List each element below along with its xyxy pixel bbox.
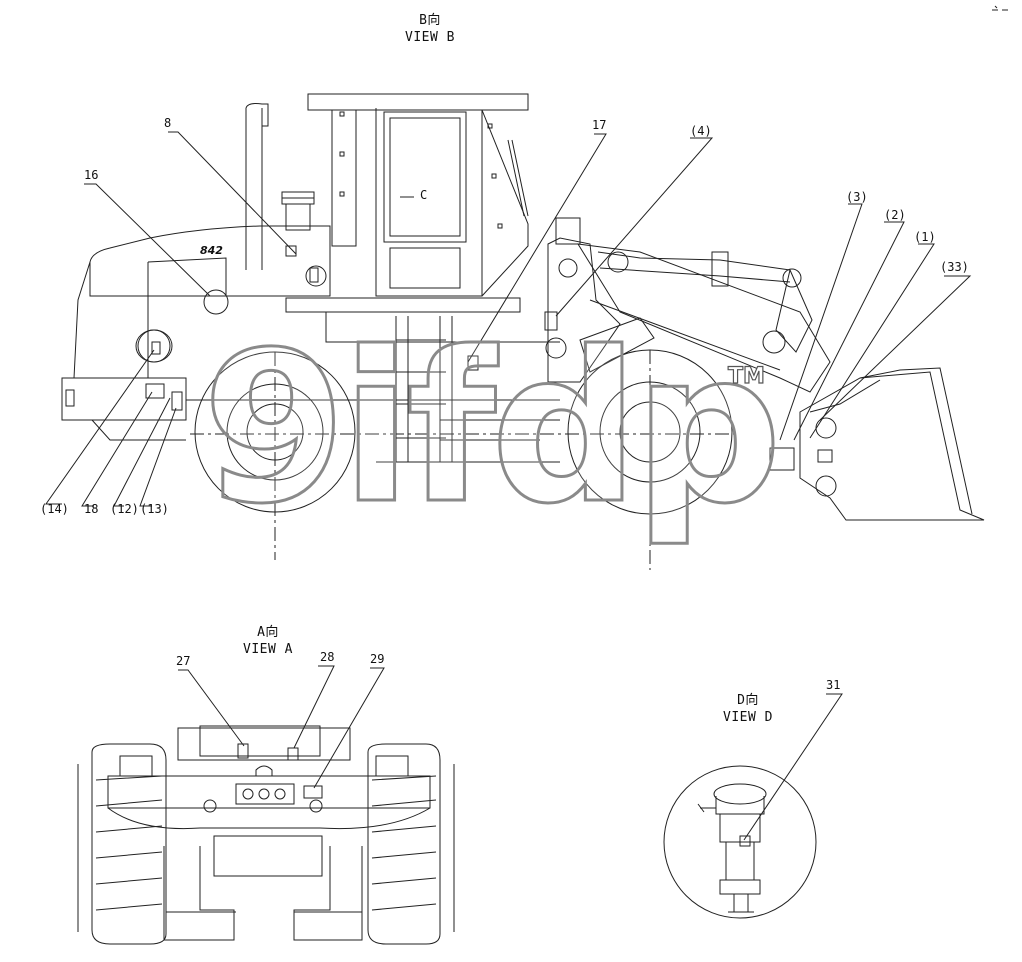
section-c-label: C — [420, 188, 428, 202]
callout-8: 8 — [164, 116, 172, 130]
view-a-title: A向 VIEW A — [218, 624, 318, 658]
view-a-title-cn: A向 — [257, 625, 279, 640]
callout-2: (2) — [884, 208, 906, 222]
callout-14: (14) — [40, 502, 69, 516]
model-badge: 842 — [200, 244, 223, 257]
callout-13: (13) — [140, 502, 169, 516]
view-d-title-cn: D向 — [737, 693, 759, 708]
view-a-title-en: VIEW A — [243, 642, 293, 657]
callout-27: 27 — [176, 654, 191, 668]
view-b-title-cn: B向 — [419, 13, 441, 28]
callout-33: (33) — [940, 260, 969, 274]
view-b-title-en: VIEW B — [405, 30, 455, 45]
callout-12: (12) — [110, 502, 139, 516]
side-view-loader — [46, 94, 984, 570]
trademark-symbol: TM — [727, 363, 765, 389]
corner-mark — [992, 6, 1008, 10]
callout-17: 17 — [592, 118, 607, 132]
callout-4: (4) — [690, 124, 712, 138]
detail-view-steering — [664, 694, 842, 918]
view-d-title-en: VIEW D — [723, 710, 773, 725]
view-d-title: D向 VIEW D — [698, 692, 798, 726]
callout-1: (1) — [914, 230, 936, 244]
callout-31: 31 — [826, 678, 841, 692]
rear-view-loader — [78, 666, 454, 944]
callout-16: 16 — [84, 168, 99, 182]
callout-29: 29 — [370, 652, 385, 666]
callout-28: 28 — [320, 650, 335, 664]
view-b-title: B向 VIEW B — [380, 12, 480, 46]
callout-3: (3) — [846, 190, 868, 204]
callout-18: 18 — [84, 502, 99, 516]
watermark-text: 9ifdp — [200, 307, 783, 552]
